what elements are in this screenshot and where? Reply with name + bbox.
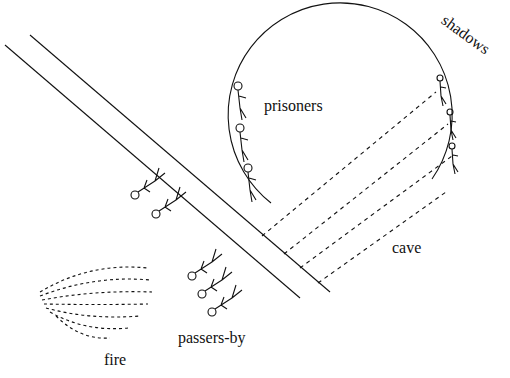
- fire-flames: [40, 267, 152, 338]
- figure-label: prisoners: [264, 98, 323, 114]
- wall-line: [5, 45, 300, 298]
- figure-label: cave: [392, 240, 421, 256]
- figure-label: fire: [104, 352, 126, 368]
- prisoner-figures: [234, 82, 256, 202]
- cave-outline: [228, 3, 452, 203]
- light-rays: [262, 92, 452, 283]
- figure-label: passers-by: [178, 330, 246, 346]
- passer-figures: [131, 168, 242, 316]
- figure-label: shadows: [439, 12, 493, 57]
- shadow-figures: [437, 75, 458, 174]
